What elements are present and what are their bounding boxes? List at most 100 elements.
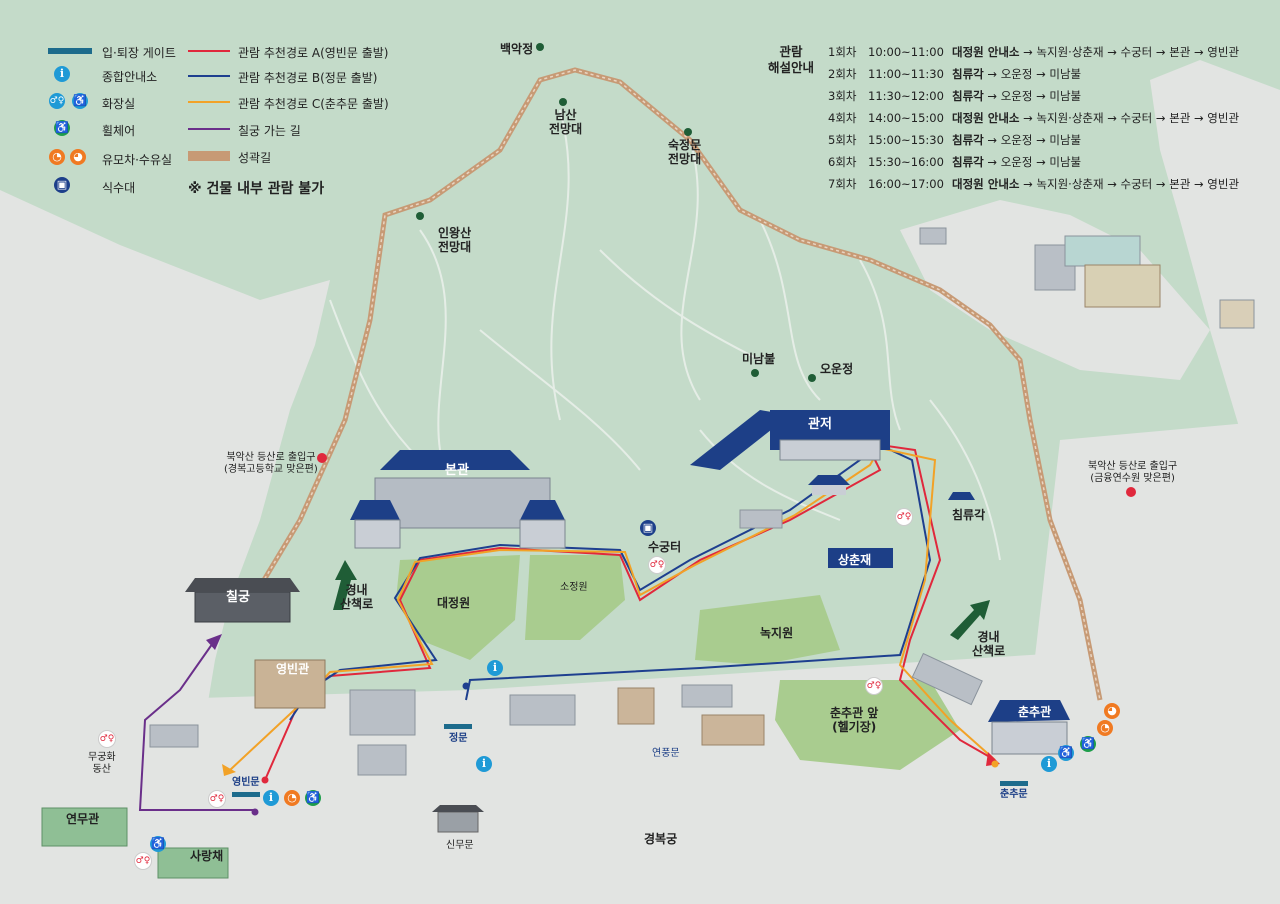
tour-row-time: 15:30~16:00 xyxy=(868,155,944,169)
buildings xyxy=(149,227,1255,776)
wheelchair-icon[interactable]: ♿ xyxy=(150,836,166,852)
routes xyxy=(138,443,996,811)
toilet-icon[interactable]: ♂♀ xyxy=(134,852,152,870)
yeongbinmun-dot xyxy=(261,776,269,784)
label-mugunghwa-1: 무궁화 xyxy=(88,752,116,763)
lawns xyxy=(396,555,960,770)
legend-stroller: 유모차·수유실 xyxy=(102,151,172,168)
chunchumun-dot xyxy=(991,760,999,768)
label-gyeongbokgung: 경복궁 xyxy=(644,832,678,846)
wheelchair-icon[interactable]: ♿ xyxy=(305,790,321,806)
label-chilgung: 칠궁 xyxy=(226,590,250,605)
tour-row-route: → 오운정 → 미남불 xyxy=(983,67,1082,81)
tour-row-start: 침류각 xyxy=(952,133,984,147)
label-bugak-west-1: 북악산 등산로 출입구 xyxy=(226,452,316,463)
label-chunchugwan-front: 춘추관 앞(헬기장) xyxy=(830,706,878,734)
label-sukjeongmun-1: 숙정문 xyxy=(668,138,702,152)
nursing-icon[interactable]: ◕ xyxy=(1104,703,1120,719)
label-oujeong: 오운정 xyxy=(820,362,854,376)
info-icon[interactable]: i xyxy=(487,660,503,676)
wheelchair-icon: ♿ xyxy=(72,93,88,109)
wheelchair-icon[interactable]: ♿ xyxy=(1058,745,1074,761)
jeongmun-dot xyxy=(462,682,470,690)
info-icon[interactable]: i xyxy=(476,756,492,772)
legend-route-b: 관람 추천경로 B(정문 출발) xyxy=(238,69,377,86)
tan-buildings xyxy=(617,264,1161,746)
tour-row-time: 10:00~11:00 xyxy=(868,45,944,59)
stroller-icon[interactable]: ◔ xyxy=(284,790,300,806)
bugak-west-dot xyxy=(317,453,327,463)
location-dots xyxy=(416,43,816,382)
tour-row-number: 6회차 xyxy=(828,155,857,169)
tour-title-line1: 관람 xyxy=(779,44,803,59)
legend-gate: 입·퇴장 게이트 xyxy=(102,44,176,61)
legend-wheelchair-label: 휠체어 xyxy=(102,124,136,138)
label-trail-west-2: 산책로 xyxy=(340,597,374,611)
toilet-icon[interactable]: ♂♀ xyxy=(208,790,226,808)
tour-row-route: → 오운정 → 미남불 xyxy=(983,133,1082,147)
trails xyxy=(329,109,1001,561)
tour-row-start: 침류각 xyxy=(952,89,984,103)
label-bugak-east-1: 북악산 등산로 출입구 xyxy=(1088,461,1178,472)
label-gwanjeo: 관저 xyxy=(808,417,832,432)
label-minambul: 미남불 xyxy=(742,352,776,366)
legend-route-b-label: 관람 추천경로 B(정문 출발) xyxy=(238,71,378,85)
tour-row-number: 4회차 xyxy=(828,111,857,125)
tour-row-time: 11:00~11:30 xyxy=(868,67,944,81)
tour-row-number: 3회차 xyxy=(828,89,857,103)
legend-water-label: 식수대 xyxy=(102,181,136,195)
route-b-line xyxy=(289,443,932,721)
toilet-icon[interactable]: ♂♀ xyxy=(98,730,116,748)
tour-row-route: → 오운정 → 미남불 xyxy=(983,89,1082,103)
label-chunchugwan: 춘추관 xyxy=(1018,705,1052,719)
chilgung-path-line xyxy=(138,639,255,811)
legend-route-c-label: 관람 추천경로 C(춘추문 출발) xyxy=(238,97,389,111)
legend-wheelchair: 휠체어 xyxy=(102,122,135,139)
tour-row-number: 7회차 xyxy=(828,177,857,191)
label-sangchunjae: 상춘재 xyxy=(838,553,872,567)
wheelchair-icon[interactable]: ♿ xyxy=(1080,736,1096,752)
toilet-icon[interactable]: ♂♀ xyxy=(865,677,883,695)
legend-notice-label: ※ 건물 내부 관람 불가 xyxy=(188,181,325,197)
roads xyxy=(0,60,1280,904)
label-inwangsan-1: 인왕산 xyxy=(438,226,472,240)
label-trail-east-2: 산책로 xyxy=(972,644,1006,658)
toilet-icon[interactable]: ♂♀ xyxy=(648,556,666,574)
tour-row-route: → 오운정 → 미남불 xyxy=(983,155,1082,169)
label-nokjiwon: 녹지원 xyxy=(760,626,794,640)
label-jeongmun: 정문 xyxy=(449,733,468,744)
water-icon[interactable]: ▣ xyxy=(640,520,656,536)
label-trail-west-1: 경내 xyxy=(345,583,368,597)
toilet-icon[interactable]: ♂♀ xyxy=(895,508,913,526)
legend-chilgung-path: 칠궁 가는 길 xyxy=(238,122,301,139)
tour-title: 관람 해설안내 xyxy=(768,44,814,76)
gwanjeo-roof xyxy=(690,410,790,470)
stroller-icon: ◔ xyxy=(49,149,65,165)
label-inwangsan-2: 전망대 xyxy=(438,240,472,254)
legend-water: 식수대 xyxy=(102,179,135,196)
label-yeongbingwan: 영빈관 xyxy=(276,662,310,676)
legend-info: 종합안내소 xyxy=(102,68,157,85)
label-chunchugwan-front-2: (헬기장) xyxy=(832,720,877,734)
label-chunchumun: 춘추문 xyxy=(1000,789,1028,800)
legend-stroller-label: 유모차·수유실 xyxy=(102,153,173,167)
info-icon[interactable]: i xyxy=(1041,756,1057,772)
legend-toilet: 화장실 xyxy=(102,95,135,112)
tour-row-start: 대정원 안내소 xyxy=(952,111,1020,125)
tour-row-route: → 녹지원·상춘재 → 수궁터 → 본관 → 영빈관 xyxy=(1019,45,1240,59)
legend-route-c: 관람 추천경로 C(춘추문 출발) xyxy=(238,95,389,112)
legend-chilgung-path-label: 칠궁 가는 길 xyxy=(238,124,301,138)
label-yeonpungmun: 연풍문 xyxy=(652,748,680,759)
info-icon[interactable]: i xyxy=(263,790,279,806)
stroller-icon[interactable]: ◔ xyxy=(1097,720,1113,736)
jeongmun-gate xyxy=(444,724,472,729)
chunchumun-gate xyxy=(1000,781,1028,786)
